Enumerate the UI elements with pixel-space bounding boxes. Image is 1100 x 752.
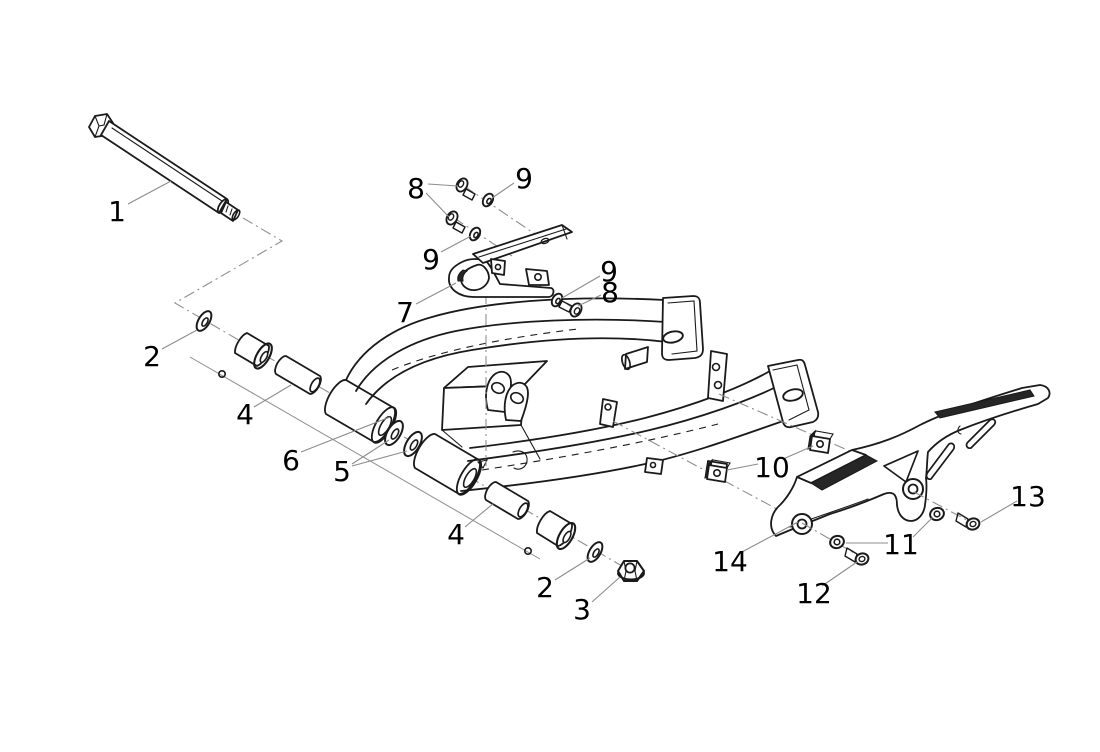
callout-12: 12 [796,577,832,610]
callout-6: 6 [282,444,300,477]
spacer-markers [189,356,541,560]
clip-nut-b [704,458,731,483]
bushing-lower [536,510,577,551]
callout-2a: 2 [143,340,161,373]
slider-screw-a [455,177,476,201]
callout-9b: 9 [422,243,440,276]
slider-screw-c [558,300,583,318]
leader-lines [127,180,1018,603]
shock-mount-lugs [485,370,529,422]
bushing-upper [234,332,273,370]
callout-1: 1 [108,195,126,228]
guard-screw-front [844,547,870,566]
callout-13: 13 [1010,480,1046,513]
clip-nut-a [807,429,834,454]
pivot-boss-right [413,433,483,496]
callout-11: 11 [883,528,919,561]
callout-labels: 1 2 4 6 5 7 8 9 9 9 8 10 14 11 12 2 3 4 … [108,162,1046,626]
callout-14: 14 [712,545,748,578]
callout-3: 3 [573,593,591,626]
sleeve-lower [484,481,530,520]
chain-slider [448,224,573,298]
center-washer-a [384,419,404,447]
callout-9a: 9 [515,162,533,195]
slider-washer-c [550,292,564,308]
center-washer-b [403,430,423,458]
slider-screw-b [445,210,466,234]
callout-4b: 4 [447,518,465,551]
guard-washer-b [929,506,945,522]
sleeve-upper [274,355,322,395]
guard-screw-mid [955,512,981,531]
slider-washer-b [468,226,482,242]
callout-9c: 9 [600,255,618,288]
callout-7: 7 [396,296,414,329]
slider-washer-a [481,192,495,208]
callout-8a: 8 [407,172,425,205]
callout-8b: 8 [601,276,619,309]
callout-10: 10 [754,451,790,484]
swingarm-body [324,295,820,496]
washer-front [195,310,213,332]
assembly-centerlines [173,185,635,574]
swingarm-upper-arm [345,295,704,405]
washer-rear [586,541,604,563]
pivot-nut [617,560,645,582]
callout-4a: 4 [236,398,254,431]
callout-5: 5 [333,455,351,488]
callout-2b: 2 [536,571,554,604]
guard-washer-a [829,534,845,550]
pivot-bolt [88,113,241,222]
